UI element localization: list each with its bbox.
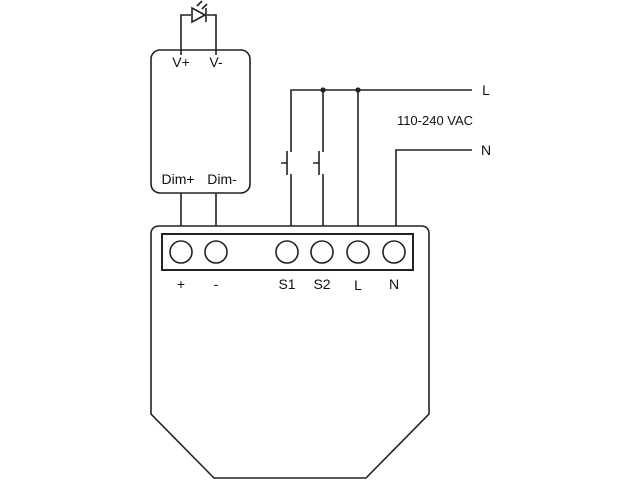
switch-s1-icon xyxy=(281,151,288,175)
svg-text:N: N xyxy=(389,276,399,292)
line-wire xyxy=(290,89,472,226)
led-icon xyxy=(180,0,217,55)
junction-dot xyxy=(320,87,326,93)
terminal-s2: S2 xyxy=(310,240,334,292)
svg-text:L: L xyxy=(354,277,362,293)
mains-line-label: L xyxy=(482,82,490,98)
svg-text:S1: S1 xyxy=(278,276,295,292)
device-body xyxy=(150,225,430,479)
terminal-minus: - xyxy=(204,240,228,292)
led-driver-box xyxy=(150,49,251,194)
driver-dim-plus-label: Dim+ xyxy=(161,171,194,187)
svg-text:-: - xyxy=(214,276,219,292)
mains-neutral-label: N xyxy=(481,142,491,158)
svg-text:+: + xyxy=(177,276,185,292)
driver-dim-minus-label: Dim- xyxy=(207,171,237,187)
terminal-strip xyxy=(161,233,414,271)
dim-wires xyxy=(180,193,217,226)
switch-s2-icon xyxy=(313,151,320,175)
voltage-label: 110-240 VAC xyxy=(397,113,473,128)
terminal-n: N xyxy=(382,240,406,292)
driver-v-plus-label: V+ xyxy=(172,54,190,70)
terminal-l: L xyxy=(346,240,370,293)
neutral-wire xyxy=(395,149,472,226)
driver-v-minus-label: V- xyxy=(209,54,223,70)
junction-dot xyxy=(355,87,361,93)
terminal-s1: S1 xyxy=(275,240,299,292)
svg-text:S2: S2 xyxy=(313,276,330,292)
terminal-plus: + xyxy=(169,240,193,292)
